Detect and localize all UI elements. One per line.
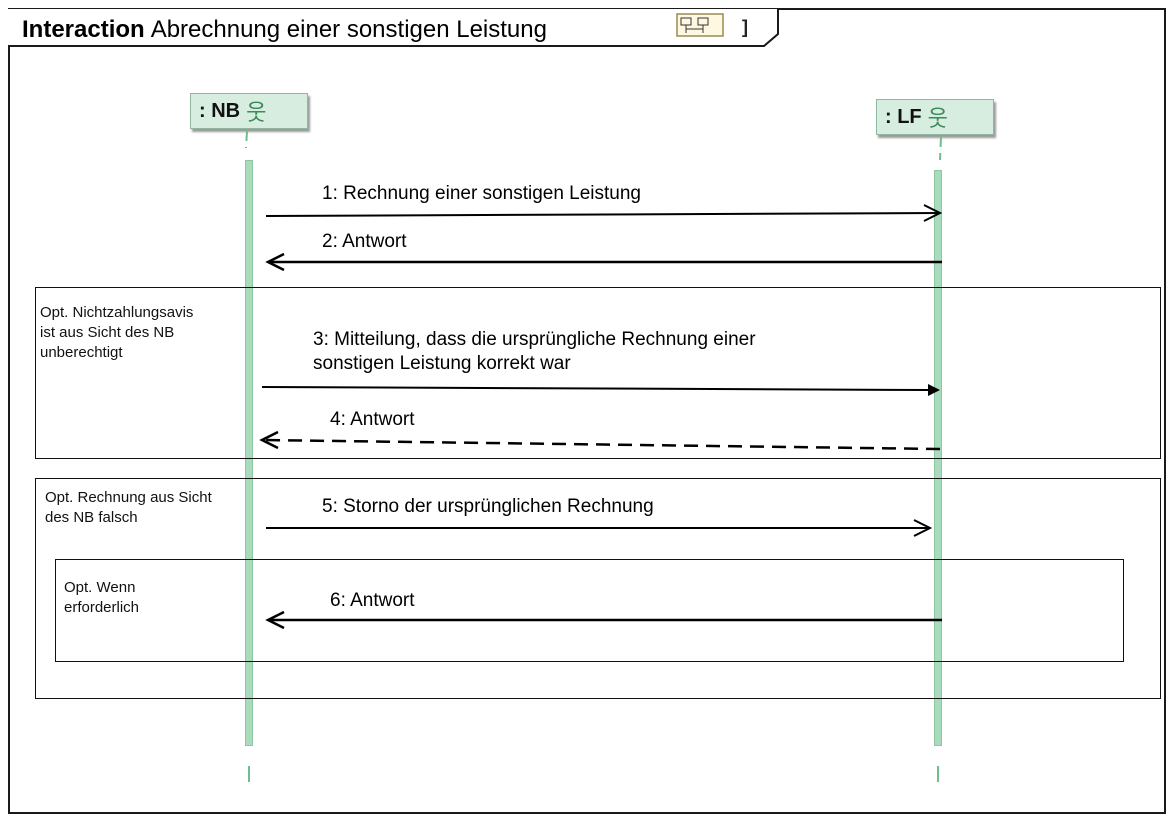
interaction-diagram-icon: ] [676,13,748,37]
fragment-guard: Opt. Nichtzahlungsavis ist aus Sicht des… [40,304,194,361]
title-tab [8,8,779,47]
actor-icon: 웃 [927,106,948,131]
message-3-label: 3: Mitteilung, dass die ursprüngliche Re… [313,329,756,374]
fragment-guard: Opt. Rechnung aus Sicht des NB falsch [45,489,212,526]
fragment-opt-wenn-erforderlich [55,559,1124,662]
message-2-arrowhead [265,252,285,272]
message-3-arrowhead [928,384,940,396]
message-6-label: 6: Antwort [330,590,415,611]
activation-nb [245,160,253,746]
message-1-line [265,212,941,217]
lifeline-nb-head: : NB 웃 [190,93,308,129]
title-keyword: Interaction [22,16,145,43]
message-5-label: 5: Storno der ursprünglichen Rechnung [322,496,654,517]
message-6-arrowhead [265,610,285,630]
message-1-arrowhead [923,204,943,222]
actor-icon: 웃 [246,100,267,125]
lifeline-nb-label: : NB [199,99,241,122]
fragment-opt-rechnung-falsch [35,478,1161,699]
message-4-label: 4: Antwort [330,409,415,430]
fragment-guard: Opt. Wenn erforderlich [64,579,140,616]
title-name: Abrechnung einer sonstigen Leistung [150,16,547,43]
message-4-line [261,438,941,451]
message-1-label: 1: Rechnung einer sonstigen Leistung [322,183,642,204]
message-2-label: 2: Antwort [322,231,407,252]
message-4-arrowhead [259,430,279,450]
lifeline-lf-label: : LF [885,105,922,128]
lifeline-lf-head: : LF 웃 [876,99,994,135]
message-5-arrowhead [913,519,933,537]
fragment-opt-nichtzahlungsavis [35,287,1161,459]
svg-text:]: ] [742,17,748,37]
message-3-line [261,386,931,391]
